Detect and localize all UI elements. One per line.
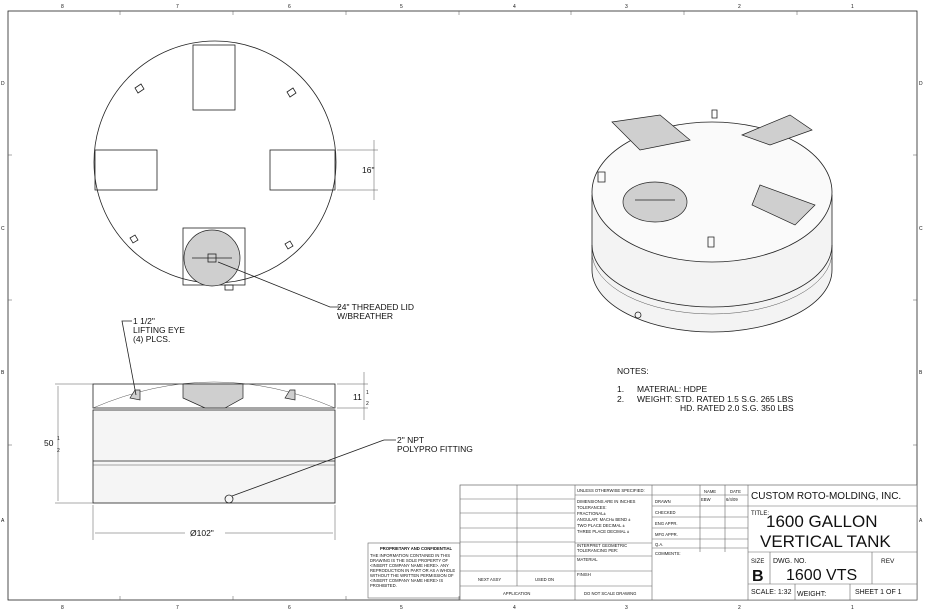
note-number: 2. — [617, 394, 624, 404]
title-label: TITLE: — [751, 511, 769, 517]
dome-height-frac-den: 2 — [366, 401, 369, 407]
pad-width-dimension: 16" — [362, 165, 374, 175]
zone-markers: 8 7 6 5 4 3 2 1 8 7 6 5 4 3 2 1 D C B A … — [1, 4, 923, 611]
zone-col: 5 — [400, 4, 403, 10]
zone-row: C — [1, 226, 5, 232]
size-value: B — [752, 568, 764, 585]
fitting-callout-line2: POLYPRO FITTING — [397, 444, 473, 454]
zone-col: 7 — [176, 605, 179, 611]
company-name: CUSTOM ROTO-MOLDING, INC. — [751, 491, 901, 502]
zone-col: 3 — [625, 605, 628, 611]
note-text: MATERIAL: HDPE — [637, 384, 708, 394]
overall-height-frac-num: 1 — [57, 436, 60, 442]
zone-row: A — [919, 518, 923, 524]
dwg-no-label: DWG. NO. — [773, 558, 806, 565]
zone-col: 3 — [625, 4, 628, 10]
zone-row: A — [1, 518, 5, 524]
used-on-label: USED ON — [535, 577, 554, 582]
note-text: WEIGHT: STD. RATED 1.5 S.G. 265 LBS — [637, 394, 794, 404]
zone-col: 7 — [176, 4, 179, 10]
application-label: APPLICATION — [503, 591, 530, 596]
qa-label: Q.A. — [655, 542, 663, 547]
dome-height-frac-num: 1 — [366, 390, 369, 396]
proprietary-line: THE INFORMATION CONTAINED IN THIS — [370, 553, 450, 558]
name-header: NAME — [704, 489, 716, 494]
lifting-eye-callout-line3: (4) PLCS. — [133, 334, 170, 344]
lid-callout-line2: W/BREATHER — [337, 311, 393, 321]
top-view: 16" 24" THREADED LID W/BREATHER — [93, 40, 414, 321]
tolerance-line: TWO PLACE DECIMAL ± — [577, 523, 625, 528]
proprietary-line: <INSERT COMPANY NAME HERE>. ANY — [370, 563, 449, 568]
proprietary-notice: PROPRIETARY AND CONFIDENTIAL THE INFORMA… — [367, 542, 461, 599]
eng-appr-label: ENG APPR. — [655, 521, 678, 526]
zone-row: D — [919, 81, 923, 87]
zone-col: 4 — [513, 4, 516, 10]
zone-col: 1 — [851, 605, 854, 611]
fitting-callout-line1: 2" NPT — [397, 435, 424, 445]
overall-height-frac-den: 2 — [57, 448, 60, 454]
isometric-view — [591, 109, 833, 333]
finish-label: FINISH — [577, 572, 591, 577]
zone-col: 6 — [288, 605, 291, 611]
proprietary-heading: PROPRIETARY AND CONFIDENTIAL — [380, 546, 453, 551]
note-text: HD. RATED 2.0 S.G. 350 LBS — [680, 403, 794, 413]
proprietary-line: REPRODUCTION IN PART OR AS A WHOLE — [370, 568, 455, 573]
zone-col: 6 — [288, 4, 291, 10]
rev-label: REV — [881, 558, 895, 565]
zone-col: 2 — [738, 605, 741, 611]
notes: NOTES: 1. MATERIAL: HDPE 2. WEIGHT: STD.… — [617, 366, 794, 413]
interpret-line: TOLERANCING PER: — [577, 548, 618, 553]
proprietary-line: WITHOUT THE WRITTEN PERMISSION OF — [370, 573, 454, 578]
iso-lid-icon — [622, 181, 688, 223]
interpret-line: INTERPRET GEOMETRIC — [577, 543, 627, 548]
tolerance-line: TOLERANCES: — [577, 505, 606, 510]
title-block: NEXT ASSY USED ON APPLICATION UNLESS OTH… — [459, 484, 918, 601]
drawing-title-line1: 1600 GALLON — [766, 512, 878, 531]
weight-label: WEIGHT: — [797, 591, 826, 598]
note-number: 1. — [617, 384, 624, 394]
date-header: DATE — [730, 489, 741, 494]
proprietary-line: PROHIBITED. — [370, 583, 397, 588]
zone-col: 8 — [61, 605, 64, 611]
overall-height-whole: 50 — [44, 438, 54, 448]
comments-label: COMMENTS: — [655, 551, 681, 556]
proprietary-line: DRAWING IS THE SOLE PROPERTY OF — [370, 558, 448, 563]
checked-label: CHECKED — [655, 510, 675, 515]
sheet-label: SHEET 1 OF 1 — [855, 589, 902, 596]
dwg-no-value: 1600 VTS — [786, 567, 857, 584]
mfg-appr-label: MFG APPR. — [655, 532, 678, 537]
scale-label: SCALE: 1:32 — [751, 589, 792, 596]
zone-col: 8 — [61, 4, 64, 10]
drawing-title-line2: VERTICAL TANK — [760, 532, 891, 551]
tolerance-line: ANGULAR: MACH± BEND ± — [577, 517, 631, 522]
tolerance-line: THREE PLACE DECIMAL ± — [577, 529, 630, 534]
drawn-label: DRAWN — [655, 499, 671, 504]
front-view: 50 1 2 11 1 2 Ø102" 1 1/2" LIFTING EYE (… — [44, 316, 473, 540]
proprietary-line: <INSERT COMPANY NAME HERE> IS — [370, 578, 443, 583]
zone-col: 1 — [851, 4, 854, 10]
dome-height-whole: 11 — [353, 392, 362, 402]
lid-callout-line1: 24" THREADED LID — [337, 302, 414, 312]
tolerance-line: DIMENSIONS ARE IN INCHES — [577, 499, 636, 504]
do-not-scale-label: DO NOT SCALE DRAWING — [584, 591, 636, 596]
drawn-name: EBW — [701, 497, 711, 502]
diameter-dimension: Ø102" — [190, 528, 214, 538]
notes-heading: NOTES: — [617, 366, 649, 376]
next-assy-label: NEXT ASSY — [478, 577, 501, 582]
zone-row: B — [1, 370, 5, 376]
zone-col: 4 — [513, 605, 516, 611]
tolerance-line: FRACTIONAL± — [577, 511, 607, 516]
zone-row: C — [919, 226, 923, 232]
zone-row: D — [1, 81, 5, 87]
lifting-eye-callout-line1: 1 1/2" — [133, 316, 155, 326]
material-label: MATERIAL — [577, 557, 598, 562]
zone-col: 2 — [738, 4, 741, 10]
size-label: SIZE — [751, 559, 764, 565]
unless-specified-label: UNLESS OTHERWISE SPECIFIED: — [577, 488, 645, 493]
drawn-date: 6/4/09 — [726, 497, 738, 502]
lifting-eye-callout-line2: LIFTING EYE — [133, 325, 185, 335]
zone-row: B — [919, 370, 923, 376]
zone-col: 5 — [400, 605, 403, 611]
